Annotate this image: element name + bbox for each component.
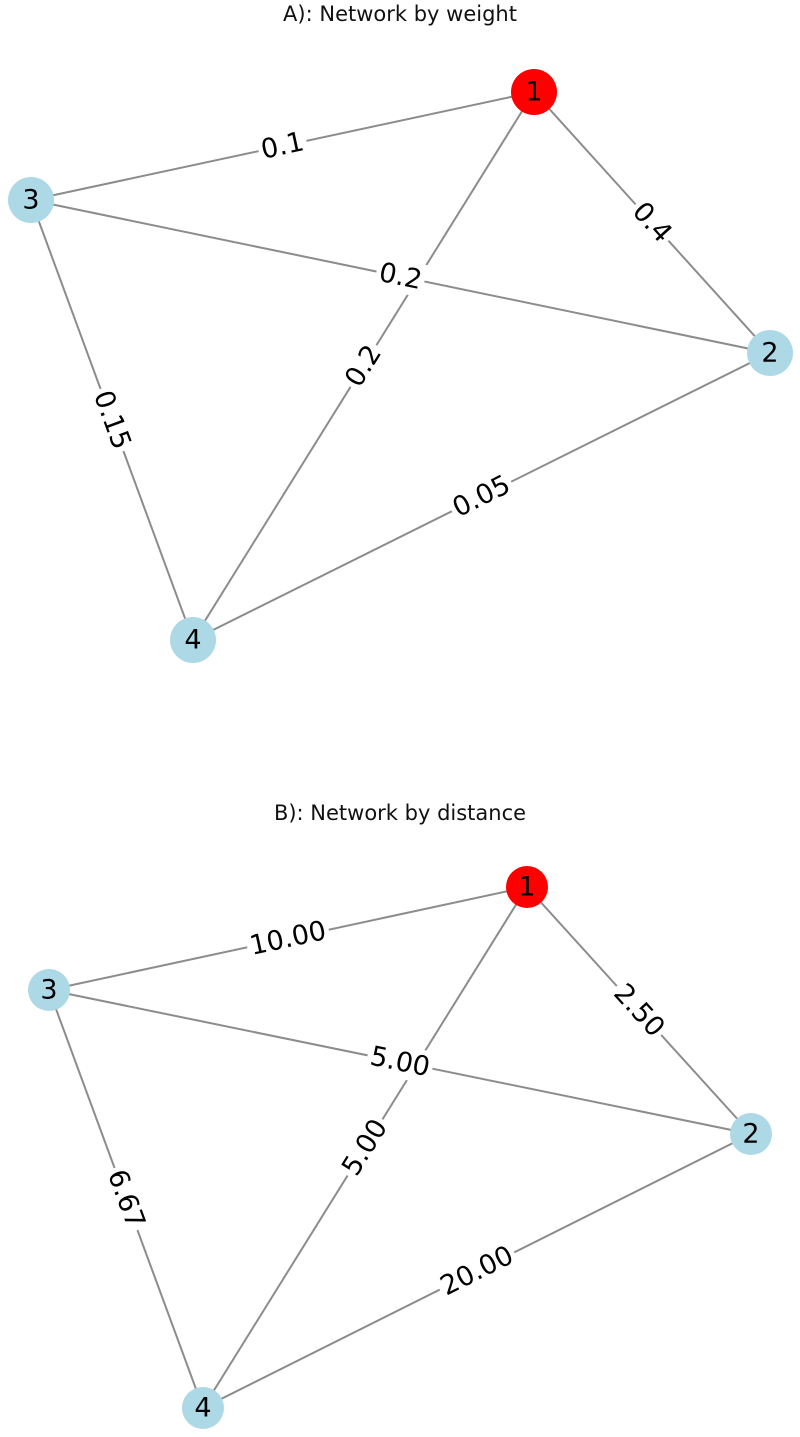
edge-label-1-3: 0.1 — [258, 126, 307, 165]
edge-label-3-2: 0.2 — [376, 257, 424, 296]
edge-label-4-2: 0.05 — [448, 469, 516, 524]
edge-label-background — [604, 974, 674, 1047]
edge-label-background — [623, 193, 681, 252]
edge-label-background — [336, 336, 391, 396]
node-3 — [28, 969, 70, 1011]
edge-label-4-2: 20.00 — [436, 1240, 519, 1302]
node-label-1: 1 — [525, 77, 542, 108]
node-4 — [170, 617, 216, 663]
node-1 — [511, 69, 557, 115]
node-label-4: 4 — [194, 1393, 211, 1424]
node-3 — [8, 177, 54, 223]
edge-label-background — [99, 1162, 153, 1236]
edge-label-background — [243, 913, 333, 964]
edge-label-background — [444, 467, 519, 526]
edge-label-1-2: 0.4 — [626, 196, 678, 249]
node-2 — [730, 1113, 772, 1155]
edge-label-background — [432, 1237, 522, 1305]
edge-label-background — [364, 1039, 436, 1085]
edge-label-background — [85, 383, 139, 457]
edge-label-3-2: 5.00 — [367, 1041, 432, 1083]
edge-label-background — [333, 1110, 397, 1185]
edge-label-background — [373, 255, 428, 298]
node-label-2: 2 — [761, 338, 778, 369]
edge-label-background — [255, 124, 310, 168]
node-label-1: 1 — [518, 872, 535, 903]
edge-label-1-4: 0.2 — [339, 340, 388, 393]
node-4 — [182, 1387, 224, 1429]
panel-b-title: B): Network by distance — [273, 801, 527, 825]
panel-a-title: A): Network by weight — [283, 2, 517, 26]
node-label-2: 2 — [742, 1119, 759, 1150]
node-2 — [747, 330, 793, 376]
node-1 — [506, 866, 548, 908]
node-label-3: 3 — [22, 185, 39, 216]
node-label-4: 4 — [184, 625, 201, 656]
node-label-3: 3 — [40, 975, 57, 1006]
